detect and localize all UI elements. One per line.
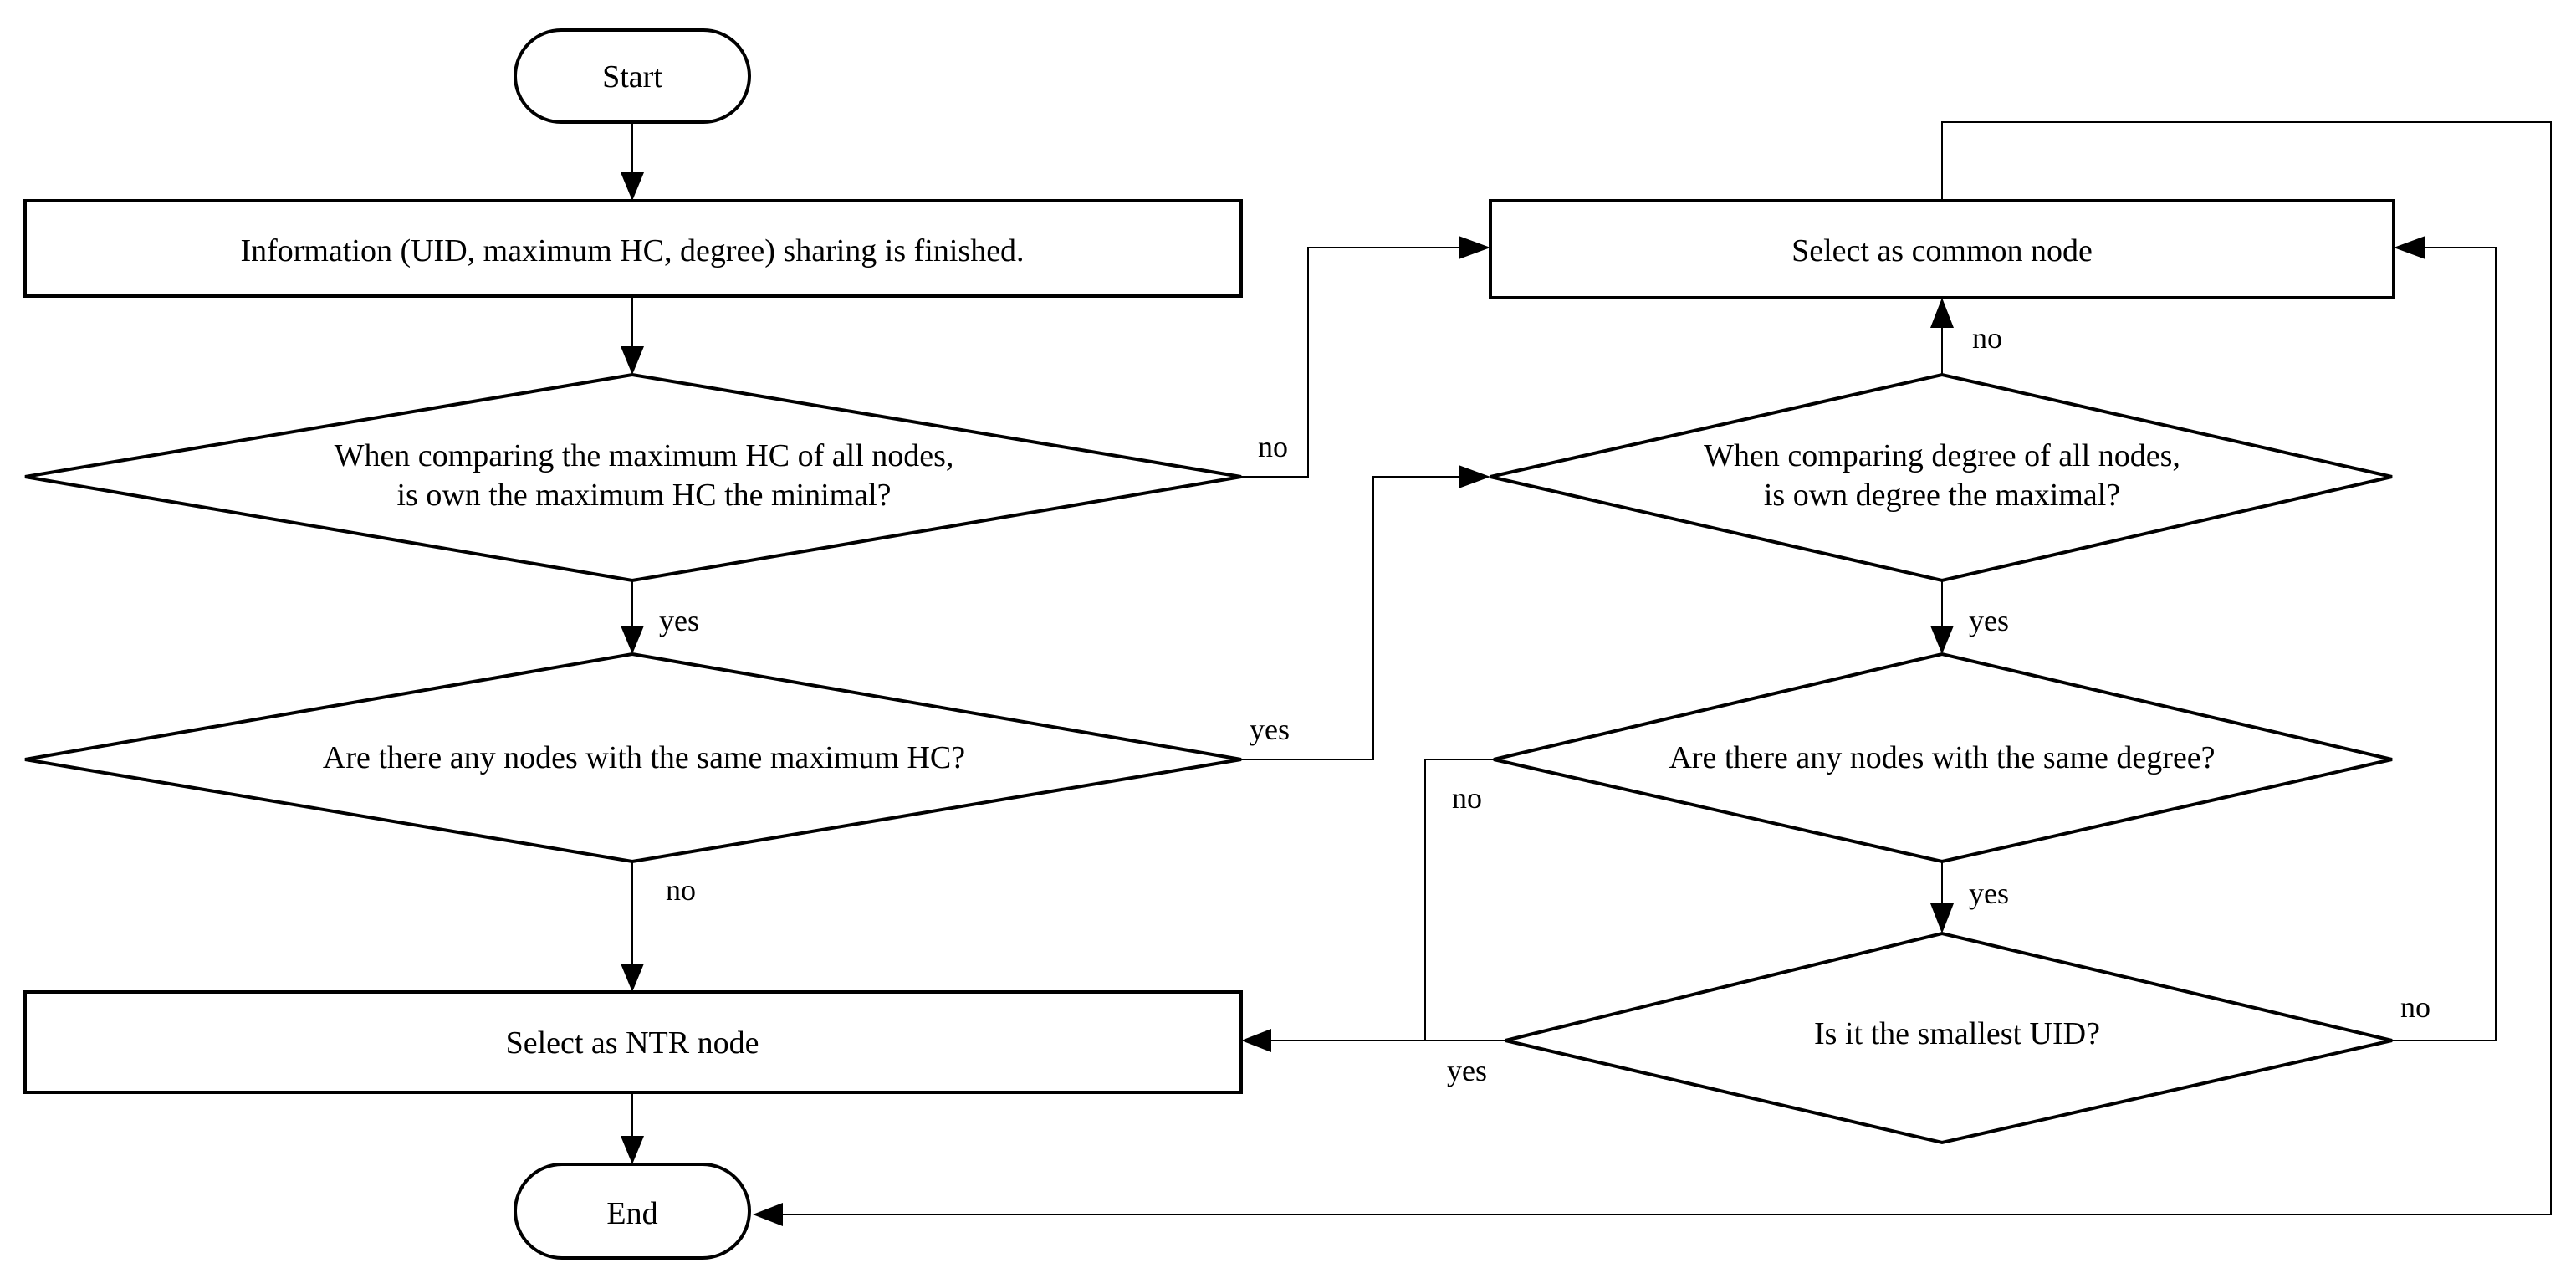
arrow-right-icon <box>1459 465 1490 488</box>
common-label: Select as common node <box>1791 233 2093 268</box>
edge-label-hc-min-yes: yes <box>659 604 699 637</box>
edge-label-deg-same-no: no <box>1452 781 1482 815</box>
hc-min-label-line-2: is own the maximum HC the minimal? <box>396 478 891 513</box>
ntr-process-box <box>23 990 1243 1094</box>
arrow-down-icon <box>621 346 644 375</box>
deg-max-label-line-2: is own degree the maximal? <box>1764 478 2120 513</box>
ntr-label: Select as NTR node <box>506 1025 759 1061</box>
info-process-box <box>23 199 1243 298</box>
hc-min-decision <box>24 372 1242 583</box>
edge-label-hc-same-yes: yes <box>1250 713 1290 746</box>
arrowheads <box>621 172 2425 1226</box>
arrow-down-icon <box>1930 903 1954 933</box>
edge-label-hc-same-no: no <box>666 873 696 907</box>
node-shapes <box>23 28 2395 1260</box>
edge-labels: no yes yes no no yes yes no yes no <box>659 321 2430 1087</box>
edge-label-uid-yes: yes <box>1447 1054 1487 1087</box>
edge-label-deg-max-yes: yes <box>1969 604 2009 637</box>
edge-hc-min-no <box>1241 247 1459 478</box>
arrow-down-icon <box>621 172 644 201</box>
uid-small-decision <box>1505 931 2393 1145</box>
edge-label-deg-same-yes: yes <box>1969 877 2009 910</box>
arrow-down-icon <box>1930 626 1954 654</box>
edge-label-uid-no: no <box>2400 990 2430 1024</box>
start-terminal <box>514 28 751 124</box>
edge-common-to-end <box>783 121 2552 1215</box>
end-label: End <box>606 1196 657 1231</box>
arrow-left-icon <box>1241 1029 1271 1052</box>
edge-hc-same-yes <box>1241 476 1459 760</box>
deg-same-label: Are there any nodes with the same degree… <box>1669 740 2215 775</box>
hc-same-label: Are there any nodes with the same maximu… <box>323 740 965 775</box>
start-label: Start <box>602 59 662 95</box>
hc-same-decision <box>24 652 1242 864</box>
arrow-left-icon <box>2394 236 2425 259</box>
deg-max-decision <box>1490 372 2393 583</box>
connectors <box>631 121 2552 1215</box>
end-terminal <box>514 1163 751 1260</box>
deg-same-decision <box>1493 652 2393 864</box>
edge-deg-same-no <box>1424 759 1494 1041</box>
arrow-down-icon <box>621 1136 644 1164</box>
uid-small-label: Is it the smallest UID? <box>1814 1016 2100 1051</box>
arrow-left-icon <box>753 1203 783 1226</box>
info-label: Information (UID, maximum HC, degree) sh… <box>240 233 1024 268</box>
edge-uid-no <box>2392 247 2497 1041</box>
edge-label-deg-max-no: no <box>1972 321 2002 355</box>
common-process-box <box>1489 199 2395 299</box>
hc-min-label-line-1: When comparing the maximum HC of all nod… <box>335 438 954 473</box>
edge-label-hc-min-no: no <box>1258 430 1288 463</box>
arrow-right-icon <box>1459 236 1490 259</box>
arrow-down-icon <box>621 964 644 992</box>
node-labels: Start Information (UID, maximum HC, degr… <box>240 59 2215 1231</box>
deg-max-label-line-1: When comparing degree of all nodes, <box>1704 438 2180 473</box>
arrow-up-icon <box>1930 298 1954 328</box>
arrow-down-icon <box>621 626 644 654</box>
